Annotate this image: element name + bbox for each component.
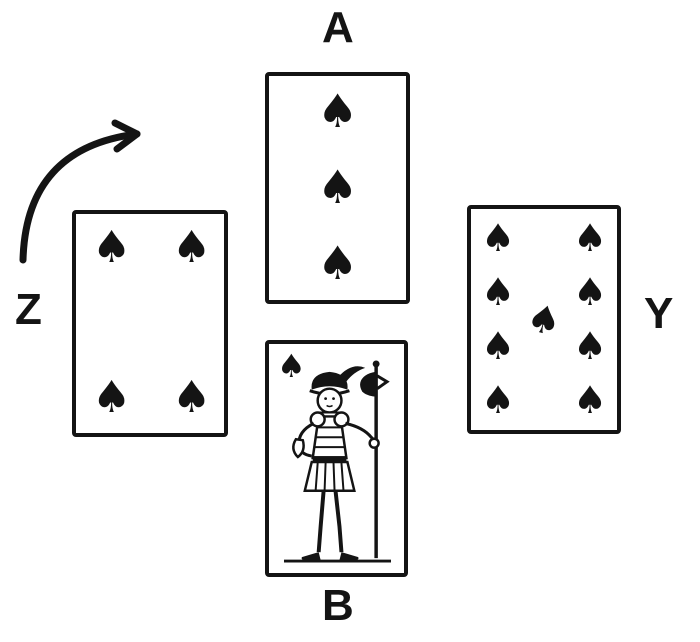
- spade-pip: ♠: [573, 378, 608, 422]
- spade-pip: ♠: [481, 378, 516, 422]
- spade-pip: ♠: [573, 324, 608, 368]
- spade-pip: ♠: [573, 270, 608, 314]
- spade-pip: ♠: [317, 236, 359, 290]
- spade-pip: ♠: [317, 84, 359, 138]
- player-label-a: A: [322, 3, 354, 52]
- spade-pip: ♠: [92, 222, 132, 273]
- spade-pip: ♠: [481, 216, 516, 260]
- card-four-of-spades: ♠ ♠ ♠ ♠: [72, 210, 228, 437]
- spade-pip: ♠: [573, 216, 608, 260]
- spade-pip: ♠: [92, 372, 132, 423]
- player-label-y: Y: [644, 289, 674, 338]
- spade-pip: ♠: [522, 294, 566, 346]
- player-label-b: B: [322, 581, 354, 630]
- curved-arrow-icon: [19, 119, 141, 264]
- spade-pip: ♠: [481, 270, 516, 314]
- spade-pip: ♠: [172, 222, 212, 273]
- spade-pip: ♠: [481, 324, 516, 368]
- card-jack-of-spades: ♠: [265, 340, 408, 577]
- spade-pip: ♠: [172, 372, 212, 423]
- spade-pip: ♠: [317, 160, 359, 214]
- jack-figure: [283, 360, 391, 563]
- card-nine-of-spades: ♠ ♠ ♠ ♠ ♠ ♠ ♠ ♠ ♠: [467, 205, 621, 434]
- spade-pip: ♠: [277, 347, 306, 385]
- card-three-of-spades: ♠ ♠ ♠: [265, 72, 410, 304]
- player-label-z: Z: [15, 285, 42, 334]
